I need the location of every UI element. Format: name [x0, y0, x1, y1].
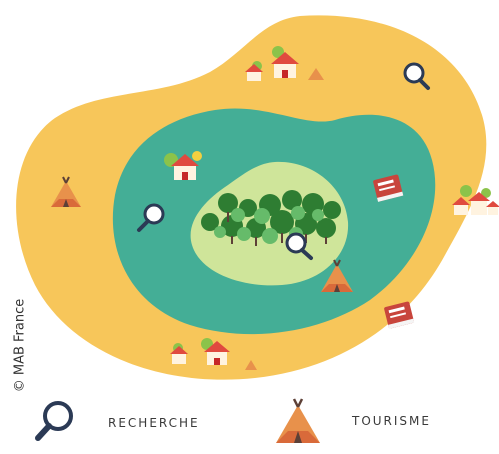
- village-icon: [245, 46, 324, 81]
- legend-tourism-label: TOURISME: [352, 414, 431, 428]
- copyright-credit: © MAB France: [12, 298, 28, 393]
- legend-tipi-tent-icon: [276, 398, 320, 443]
- magnifier-icon: [403, 62, 430, 90]
- house-icon: [164, 151, 202, 180]
- book-icon: [373, 174, 404, 202]
- tipi-tent-icon: [51, 176, 81, 207]
- legend-research-label: RECHERCHE: [108, 416, 200, 430]
- forest-icon: [201, 190, 341, 246]
- tipi-tent-icon: [321, 259, 353, 292]
- village-icon: [452, 185, 499, 215]
- magnifier-icon: [137, 203, 165, 232]
- magnifier-icon: [285, 232, 313, 260]
- legend-magnifier-icon: [35, 401, 73, 441]
- village-icon: [170, 338, 257, 370]
- book-icon: [384, 301, 415, 329]
